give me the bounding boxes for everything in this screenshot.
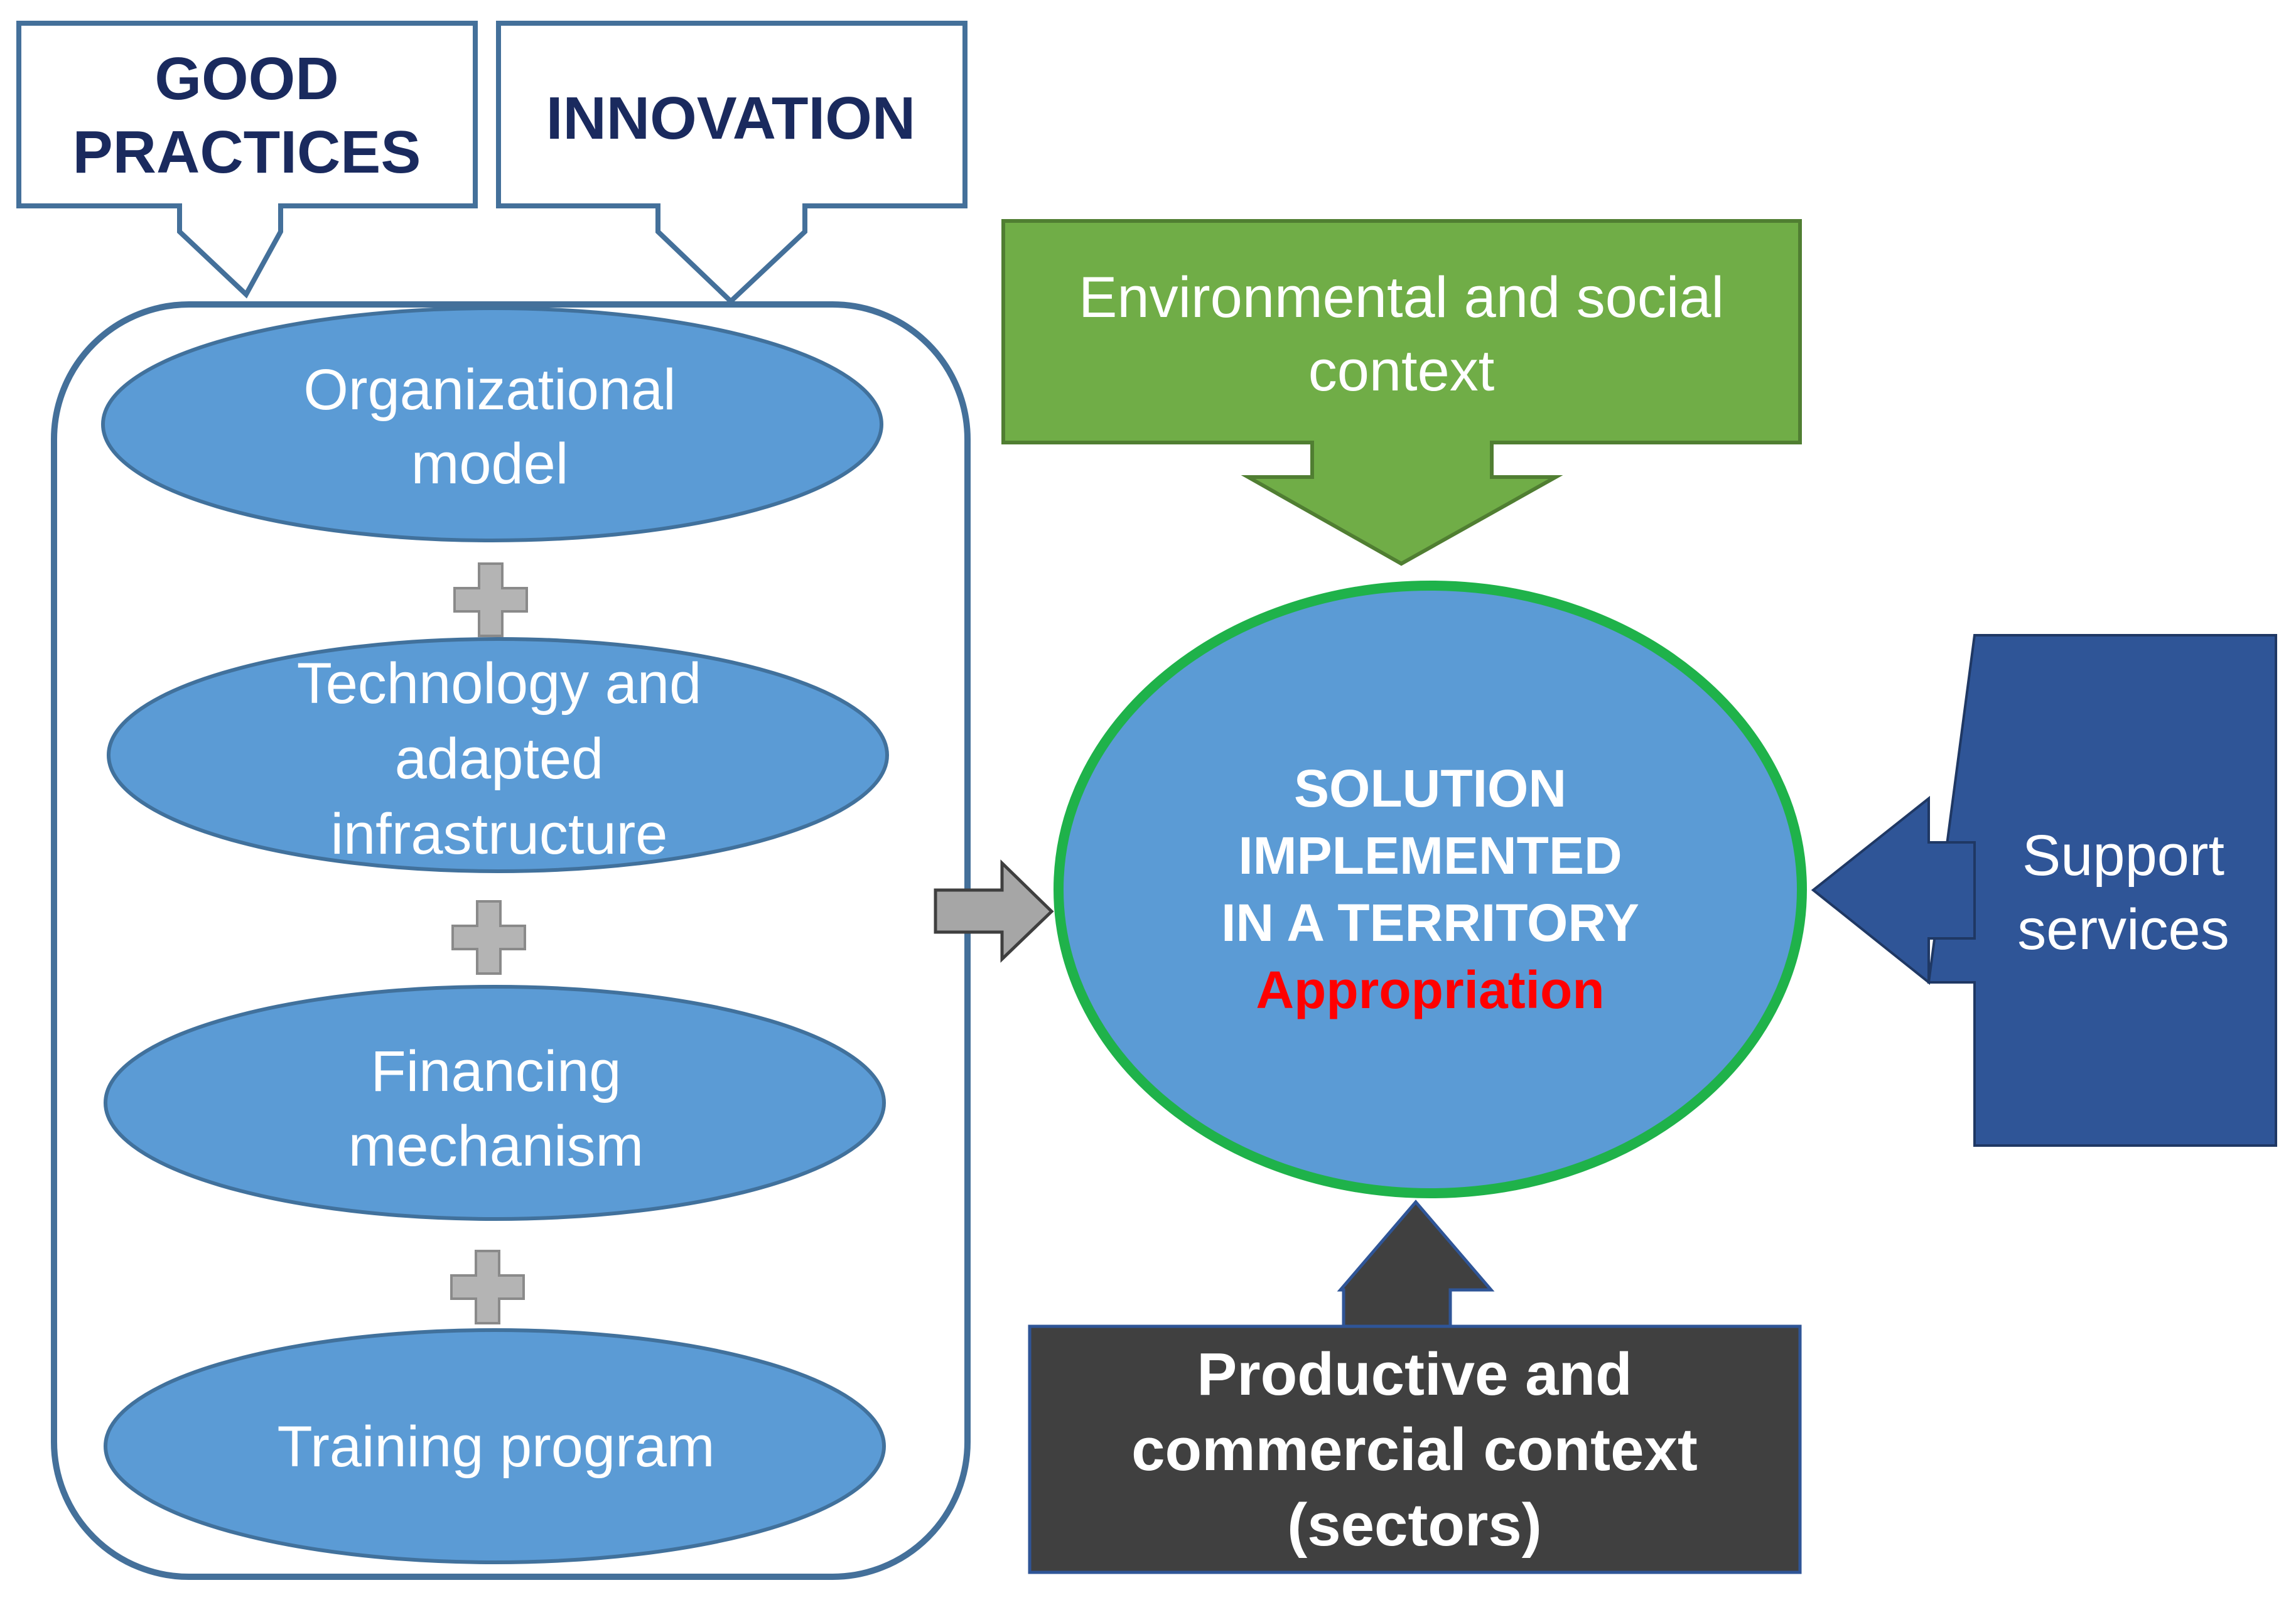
innovation-label: INNOVATION [546, 85, 915, 152]
solution-line: SOLUTION [1294, 759, 1566, 818]
component-label-line: Organizational [303, 358, 676, 422]
gray-arrow-right [934, 859, 1054, 963]
component-label-line: Technology and [297, 652, 702, 716]
good-practices-line2: PRACTICES [73, 119, 421, 186]
component-ellipse [107, 637, 889, 873]
good-practices-line1: GOOD [154, 45, 338, 112]
innovation-callout-shape [496, 21, 967, 305]
plus-icon [450, 1250, 525, 1324]
component-label-line: mechanism [348, 1114, 644, 1178]
plus-shape [453, 562, 528, 637]
environmental-context-callout: Environmental and social context [1001, 219, 1802, 566]
solution-line: IN A TERRITORY [1221, 893, 1639, 952]
component-label-line: infrastructure [331, 802, 668, 866]
support-services-line: services [2017, 898, 2229, 962]
component-organizational-model: Organizational model [101, 306, 883, 542]
productive-context-line: Productive and [1197, 1341, 1632, 1408]
solution-highlight: Appropriation [1256, 960, 1604, 1019]
solution-ellipse [1054, 581, 1807, 1198]
component-ellipse [104, 1328, 886, 1564]
plus-shape [450, 1250, 525, 1324]
plus-icon [451, 900, 526, 975]
good-practices-callout: GOOD PRACTICES [16, 21, 478, 299]
good-practices-callout-shape [16, 21, 478, 299]
support-services-line: Support [2022, 824, 2224, 888]
component-label-line: model [411, 432, 569, 496]
component-label-line: Training program [277, 1415, 714, 1479]
support-services-arrow [1811, 795, 1976, 985]
environmental-context-shape [1001, 219, 1802, 566]
productive-context-line: (sectors) [1287, 1491, 1541, 1559]
plus-shape [451, 900, 526, 975]
innovation-callout: INNOVATION [496, 21, 967, 305]
environmental-context-line: context [1308, 339, 1495, 403]
support-services-shape [1927, 634, 2277, 1147]
productive-context-shape [1028, 1324, 1802, 1574]
component-technology-infrastructure: Technology and adapted infrastructure [107, 637, 889, 873]
environmental-context-line: Environmental and social [1079, 266, 1724, 330]
component-ellipse [101, 306, 883, 542]
solution-circle: SOLUTION IMPLEMENTED IN A TERRITORY Appr… [1054, 581, 1807, 1198]
support-services-callout: Support services [1811, 634, 2277, 1147]
plus-icon [453, 562, 528, 637]
component-label-line: adapted [395, 727, 604, 791]
component-training-program: Training program [104, 1328, 886, 1564]
productive-context-arrow [1337, 1200, 1495, 1328]
productive-context-callout: Productive and commercial context (secto… [1028, 1200, 1802, 1574]
component-financing-mechanism: Financing mechanism [104, 985, 886, 1221]
component-ellipse [104, 985, 886, 1221]
components-container [51, 301, 971, 1580]
productive-context-line: commercial context [1131, 1416, 1698, 1483]
solution-line: IMPLEMENTED [1238, 826, 1622, 885]
component-label-line: Financing [371, 1039, 622, 1103]
